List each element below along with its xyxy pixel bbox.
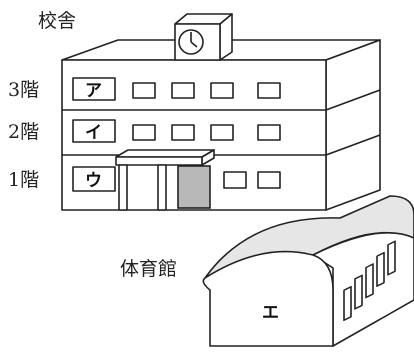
canopy-top (115, 149, 215, 158)
pillar-left (118, 164, 128, 211)
gym-mark-label: エ (262, 303, 279, 323)
school-side (325, 39, 381, 211)
gym-front (202, 250, 334, 347)
room-i-box (72, 119, 116, 143)
room-a-box (72, 77, 116, 101)
room-a-label: ア (85, 81, 102, 101)
room-i-label: イ (85, 123, 102, 143)
pillar-right (157, 164, 167, 211)
clock-icon (178, 29, 204, 55)
entrance (115, 149, 215, 211)
gymnasium: エ (202, 195, 414, 347)
entrance-door (177, 165, 211, 209)
school-label: 校舎 (38, 10, 76, 32)
floor-3-label: 3階 (8, 79, 39, 101)
floor-1-windows (72, 166, 281, 192)
school-building: ア イ ウ (61, 13, 381, 211)
floor-1-label: 1階 (8, 169, 39, 191)
gym-side-windows (343, 240, 396, 322)
canopy-front (115, 156, 203, 166)
gym-label: 体育館 (120, 258, 177, 280)
floor-3-windows (72, 77, 281, 101)
room-u-box (72, 166, 116, 192)
clock-tower (174, 13, 233, 61)
room-u-label: ウ (85, 171, 102, 191)
floor-2-windows (72, 119, 281, 143)
floor-2-label: 2階 (8, 121, 39, 143)
